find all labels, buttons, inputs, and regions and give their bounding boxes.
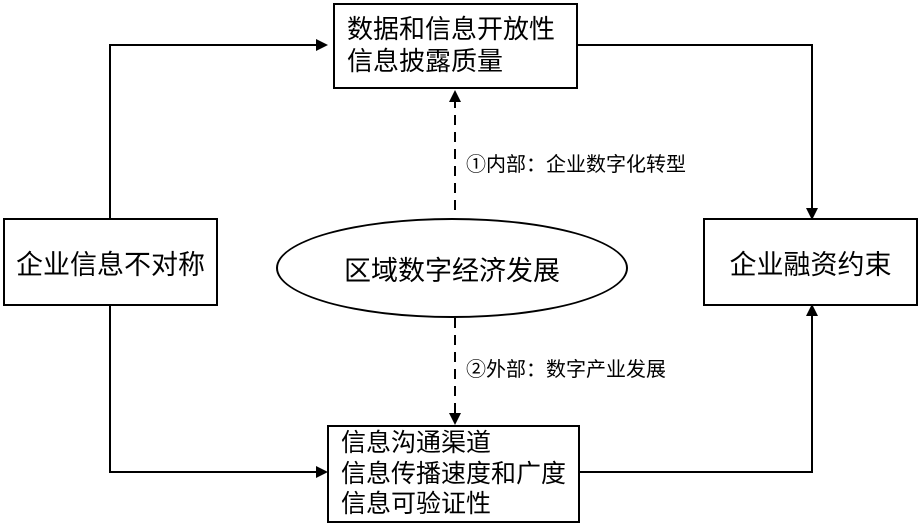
node-information-asymmetry: 企业信息不对称 — [3, 218, 218, 306]
node-label: 区域数字经济发展 — [344, 255, 560, 287]
node-information-channels: 信息沟通渠道 信息传播速度和广度 信息可验证性 — [327, 425, 580, 523]
node-line: 信息可验证性 — [341, 489, 492, 519]
node-regional-digital-economy: 区域数字经济发展 — [276, 218, 628, 318]
edge-bottom-to-right — [580, 304, 818, 473]
node-label: 企业信息不对称 — [16, 249, 205, 281]
external-path-label: ②外部：数字产业发展 — [466, 357, 666, 381]
edge-top-to-right — [578, 44, 818, 220]
node-line: 信息披露质量 — [347, 47, 504, 77]
edge-left-to-bottom — [109, 306, 328, 478]
internal-path-label: ①内部：企业数字化转型 — [466, 152, 686, 176]
node-line: 信息传播速度和广度 — [341, 458, 567, 488]
node-line: 信息沟通渠道 — [341, 428, 492, 458]
edge-left-to-top — [109, 39, 328, 218]
node-line: 数据和信息开放性 — [347, 14, 556, 45]
node-label: 企业融资约束 — [729, 249, 892, 281]
node-information-openness: 数据和信息开放性 信息披露质量 — [333, 3, 578, 89]
node-financing-constraints: 企业融资约束 — [703, 218, 918, 306]
